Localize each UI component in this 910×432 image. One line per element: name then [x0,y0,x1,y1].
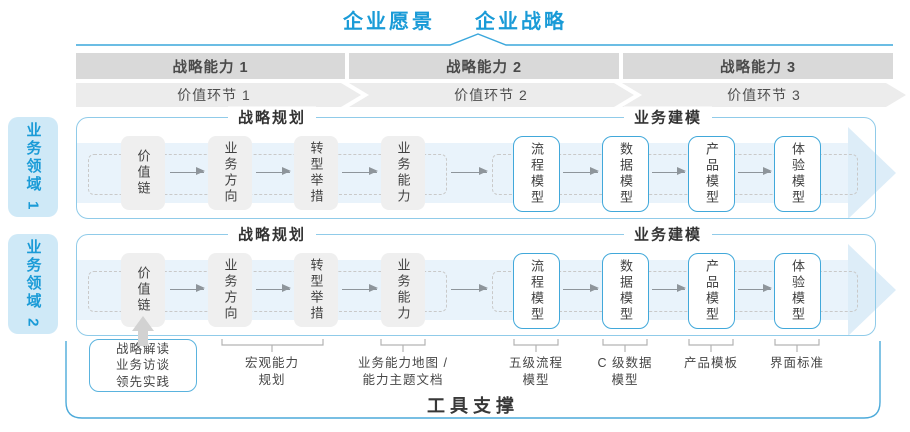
capability-bar-1-label: 战略能力 1 [172,59,249,76]
flow-arrow-icon [342,167,378,176]
strategy-title: 企业战略 [475,11,567,33]
vision-title: 企业愿景 [343,11,435,33]
label-line: 模型 [611,372,639,387]
page-title: 企业愿景 企业战略 [0,5,910,34]
row1-modeling-header: 业务建模 [623,106,713,128]
row2-node-data-model: 数据模型 [602,253,649,329]
value-chain-label-1: 价值环节 1 [177,87,251,103]
input-line: 业务访谈 [115,358,170,373]
row1-node-initiatives: 转型举措 [294,136,338,210]
row2-planning-header: 战略规划 [227,223,317,245]
label-data-c: C 级数据 模型 [597,355,652,389]
flow-arrow-icon [451,167,488,176]
label-product-template: 产品模板 [684,355,738,372]
row2-node-direction: 业务方向 [208,253,252,327]
sidebar-domain-1: 业务领域 1 [8,117,58,217]
flow-arrow-icon [256,167,291,176]
row2-node-value-chain: 价值链 [121,253,165,327]
flow-arrow-icon [342,284,378,293]
strategy-input-box: 战略解读 业务访谈 领先实践 [89,339,197,392]
value-chain-label-3: 价值环节 3 [727,87,801,103]
label-line: 五级流程 [508,356,564,370]
brace-icons [221,339,820,352]
row1-planning-header: 战略规划 [227,106,317,128]
capability-bar-3-label: 战略能力 3 [719,59,797,76]
row2-node-product-model: 产品模型 [688,253,735,329]
label-line: 宏观能力 [244,356,300,370]
flow-arrow-icon [256,284,291,293]
flow-arrow-icon [652,167,686,176]
flow-arrow-icon [652,284,686,293]
label-ui-standard: 界面标准 [770,355,824,372]
flow-arrow-icon [170,167,205,176]
row2-node-capability: 业务能力 [381,253,425,327]
sidebar-domain-2: 业务领域 2 [8,234,58,334]
capability-bar-2: 战略能力 2 [349,53,619,79]
label-line: 规划 [258,372,286,387]
label-line: 界面标准 [769,356,825,370]
row1-node-value-chain: 价值链 [121,136,165,210]
flow-arrow-icon [563,284,599,293]
flow-arrow-icon [738,284,772,293]
flow-arrow-icon [738,167,772,176]
label-line: 模型 [522,372,550,387]
row2-node-process-model: 流程模型 [513,253,560,329]
label-line: 能力主题文档 [362,372,444,387]
row1-node-data-model: 数据模型 [602,136,649,212]
input-line: 领先实践 [115,374,170,389]
row1-node-direction: 业务方向 [208,136,252,210]
label-line: 业务能力地图 / [358,356,448,370]
label-macro-capability: 宏观能力 规划 [245,355,299,389]
label-capability-map: 业务能力地图 / 能力主题文档 [358,355,448,389]
row1-node-capability: 业务能力 [381,136,425,210]
row2-node-exp-model: 体验模型 [774,253,821,329]
label-line: C 级数据 [597,356,653,370]
row1-node-exp-model: 体验模型 [774,136,821,212]
flow-arrow-icon [563,167,599,176]
row1-node-product-model: 产品模型 [688,136,735,212]
vision-caret-line [76,33,893,46]
capability-bar-3: 战略能力 3 [623,53,893,79]
input-line: 战略解读 [115,341,170,356]
row2-node-initiatives: 转型举措 [294,253,338,327]
label-process-l5: 五级流程 模型 [509,355,563,389]
flow-arrow-icon [170,284,205,293]
value-chain-label-2: 价值环节 2 [454,87,528,103]
tool-support-title: 工具支撑 [427,396,519,416]
row2-modeling-header: 业务建模 [623,223,713,245]
flow-arrow-icon [451,284,488,293]
row1-node-process-model: 流程模型 [513,136,560,212]
capability-bar-1: 战略能力 1 [76,53,345,79]
capability-bar-2-label: 战略能力 2 [445,59,523,76]
label-line: 产品模板 [683,356,739,370]
